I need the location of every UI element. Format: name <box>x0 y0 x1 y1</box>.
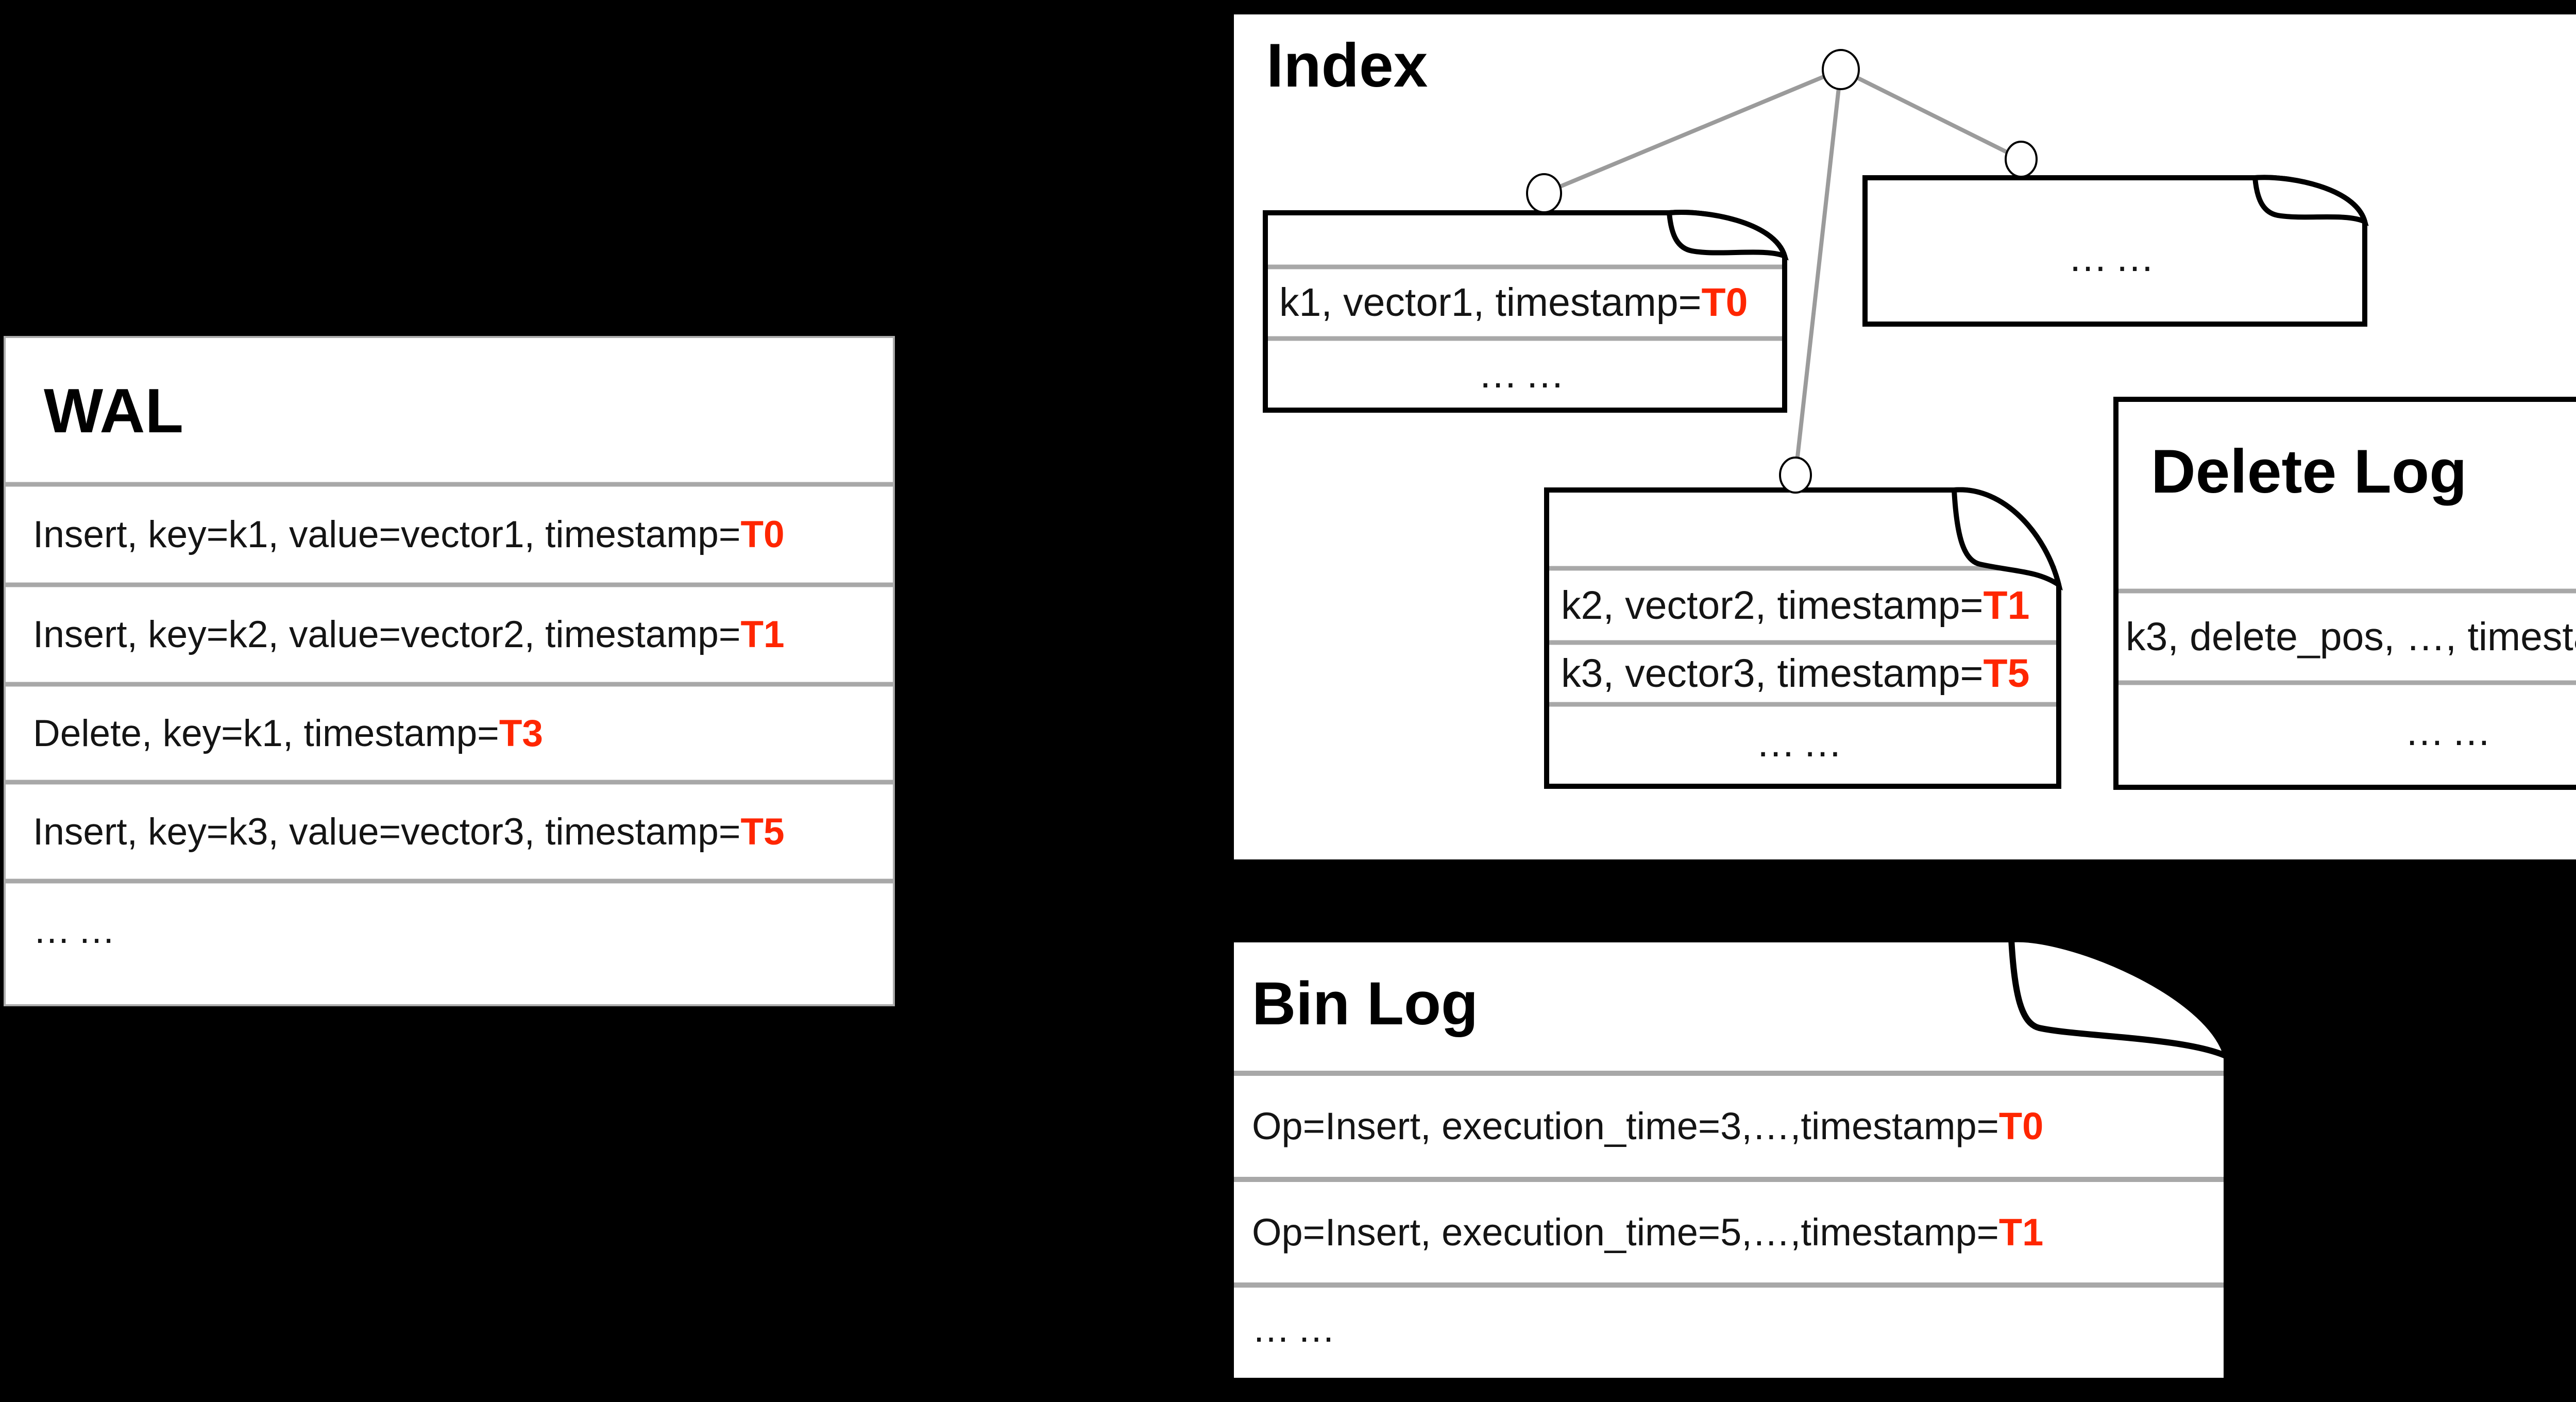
wal-row-3-timestamp: T3 <box>499 712 544 754</box>
wal-title-label: WAL <box>44 376 184 446</box>
index-left-doc-ellipsis-text: …… <box>1478 352 1572 396</box>
index-left-doc <box>1263 210 1789 413</box>
index-left-doc-row-text: k1, vector1, timestamp= <box>1279 280 1702 325</box>
right-doc-fold-icon <box>2252 175 2369 226</box>
wal-row-1-timestamp: T0 <box>740 514 785 555</box>
index-middle-doc-row-1: k2, vector2, timestamp=T1 <box>1561 568 2050 643</box>
delete-log-row: k3, delete_pos, …, timestamp=T3 <box>2126 591 2576 683</box>
bin-log-row-2-timestamp: T1 <box>1998 1210 2044 1254</box>
index-left-doc-ellipsis: …… <box>1265 339 1785 410</box>
index-right-doc-ellipsis-text: …… <box>2068 235 2162 280</box>
bin-log-fold-icon <box>2008 936 2232 1062</box>
delete-log-dividers <box>2119 588 2576 685</box>
bin-log-ellipsis-text: …… <box>1252 1307 1343 1350</box>
middle-doc-fold-icon <box>1951 487 2063 591</box>
wal-title: WAL <box>44 337 183 484</box>
wal-row-1-text: Insert, key=k1, value=vector1, timestamp… <box>33 514 741 555</box>
index-title-label: Index <box>1266 31 1428 100</box>
tree-edge-root-right <box>1840 67 2022 161</box>
tree-middle-node-icon <box>1779 457 1812 494</box>
bin-log-row-1: Op=Insert, execution_time=3,…,timestamp=… <box>1252 1073 2210 1179</box>
delete-log-title: Delete Log <box>2151 412 2467 531</box>
wal-dividers <box>5 482 894 884</box>
index-tree-edges <box>1543 67 2022 476</box>
bin-log-dividers <box>1234 1071 2224 1288</box>
bin-log-title-label: Bin Log <box>1252 970 1479 1038</box>
wal-row-ellipsis-text: …… <box>33 909 123 951</box>
delete-log-title-label: Delete Log <box>2151 437 2467 506</box>
left-doc-fold-icon <box>1666 210 1789 261</box>
wal-row-4-text: Insert, key=k3, value=vector3, timestamp… <box>33 810 741 853</box>
tree-right-node-icon <box>2005 141 2038 178</box>
left-doc-dividers <box>1268 264 1782 341</box>
wal-row-4-timestamp: T5 <box>740 810 785 853</box>
bin-log-row-1-timestamp: T0 <box>1998 1105 2044 1147</box>
tree-root-node-icon <box>1822 49 1860 90</box>
index-left-doc-row: k1, vector1, timestamp=T0 <box>1279 267 1774 339</box>
wal-row-2-timestamp: T1 <box>740 614 785 655</box>
middle-doc-dividers <box>1549 566 2056 707</box>
wal-box <box>4 336 895 1006</box>
delete-log-ellipsis: …… <box>2116 683 2576 781</box>
wal-row-3: Delete, key=k1, timestamp=T3 <box>33 684 883 782</box>
wal-row-2-text: Insert, key=k2, value=vector2, timestamp… <box>33 614 741 655</box>
index-middle-doc-row-2-text: k3, vector3, timestamp= <box>1561 651 1984 696</box>
index-right-doc-ellipsis: …… <box>1865 196 2365 319</box>
index-left-doc-row-timestamp: T0 <box>1701 280 1748 325</box>
index-right-doc <box>1862 175 2369 327</box>
wal-row-2: Insert, key=k2, value=vector2, timestamp… <box>33 585 883 684</box>
index-middle-doc-row-1-timestamp: T1 <box>1983 583 2030 628</box>
delete-log-ellipsis-text: …… <box>2404 709 2499 754</box>
tree-left-node-icon <box>1526 173 1562 213</box>
bin-log-row-2-text: Op=Insert, execution_time=5,…,timestamp= <box>1252 1210 1999 1254</box>
wal-row-ellipsis: …… <box>33 881 883 979</box>
index-middle-doc-row-2: k3, vector3, timestamp=T5 <box>1561 643 2050 704</box>
index-middle-doc-row-1-text: k2, vector2, timestamp= <box>1561 583 1984 628</box>
tree-edge-root-left <box>1543 67 1842 195</box>
bin-log-row-2: Op=Insert, execution_time=5,…,timestamp=… <box>1252 1179 2210 1285</box>
bin-log-ellipsis: …… <box>1252 1285 2210 1373</box>
wal-table <box>4 336 895 1006</box>
index-middle-doc-ellipsis: …… <box>1547 704 2059 782</box>
index-title: Index <box>1266 27 1428 104</box>
index-middle-doc-ellipsis-text: …… <box>1756 720 1850 765</box>
wal-row-3-text: Delete, key=k1, timestamp= <box>33 712 499 754</box>
bin-log-row-1-text: Op=Insert, execution_time=3,…,timestamp= <box>1252 1105 1999 1147</box>
bin-log-title: Bin Log <box>1252 939 1478 1068</box>
index-tree-nodes <box>1526 49 2038 494</box>
tree-edge-root-middle <box>1793 69 1843 476</box>
index-middle-doc <box>1544 487 2063 789</box>
wal-row-4: Insert, key=k3, value=vector3, timestamp… <box>33 782 883 881</box>
wal-row-1: Insert, key=k1, value=vector1, timestamp… <box>33 484 883 585</box>
bin-log-doc <box>1228 936 2232 1384</box>
delete-log-row-text: k3, delete_pos, …, timestamp= <box>2126 614 2576 659</box>
delete-log-doc <box>2113 397 2576 790</box>
index-middle-doc-row-2-timestamp: T5 <box>1983 651 2030 696</box>
